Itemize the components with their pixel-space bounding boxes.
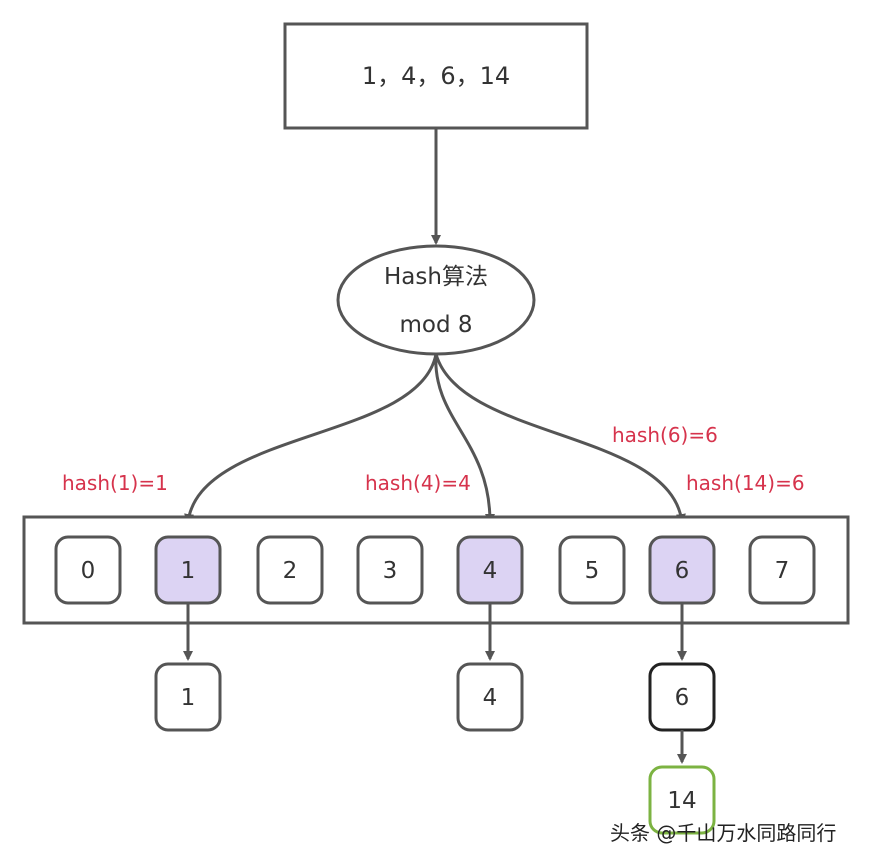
bucket-7-label: 7 <box>775 558 790 584</box>
chain-node-1-label: 1 <box>181 685 196 711</box>
bucket-6: 6 <box>648 535 716 605</box>
bucket-7: 7 <box>748 535 816 605</box>
bucket-3: 3 <box>356 535 424 605</box>
bucket-2-label: 2 <box>283 558 298 584</box>
bucket-5: 5 <box>558 535 626 605</box>
arrow-hash-to-bucket-4 <box>434 353 495 524</box>
chain-node-14: 14 <box>648 765 716 835</box>
chain-node-4: 4 <box>456 662 524 732</box>
arrow-hash-to-bucket-1 <box>184 353 438 524</box>
arrow-hash-to-bucket-6 <box>434 353 686 524</box>
edge-label-hash-14: hash(14)=6 <box>686 471 805 495</box>
bucket-0-label: 0 <box>81 558 96 584</box>
bucket-1-label: 1 <box>181 558 196 584</box>
edge-label-hash-1: hash(1)=1 <box>62 471 168 495</box>
hash-node-title: Hash算法 <box>384 264 488 290</box>
edge-label-hash-4: hash(4)=4 <box>365 471 471 495</box>
bucket-5-label: 5 <box>585 558 600 584</box>
chain-node-14-label: 14 <box>667 788 696 814</box>
input-values: 1，4，6，14 <box>362 62 510 90</box>
watermark: 头条 @千山万水同路同行 <box>610 821 836 845</box>
bucket-4: 4 <box>456 535 524 605</box>
bucket-array <box>22 515 850 625</box>
chain-node-4-label: 4 <box>483 685 498 711</box>
input-box: 1，4，6，14 <box>283 22 589 130</box>
bucket-1: 1 <box>154 535 222 605</box>
chain-node-6-label: 6 <box>675 685 690 711</box>
bucket-6-label: 6 <box>675 558 690 584</box>
bucket-2: 2 <box>256 535 324 605</box>
hash-node: Hash算法 mod 8 <box>336 244 536 356</box>
bucket-3-label: 3 <box>383 558 398 584</box>
edge-label-hash-6: hash(6)=6 <box>612 423 718 447</box>
chain-node-1: 1 <box>154 662 222 732</box>
bucket-4-label: 4 <box>483 558 498 584</box>
hash-node-subtitle: mod 8 <box>399 312 472 338</box>
bucket-0: 0 <box>54 535 122 605</box>
chain-node-6: 6 <box>648 662 716 732</box>
